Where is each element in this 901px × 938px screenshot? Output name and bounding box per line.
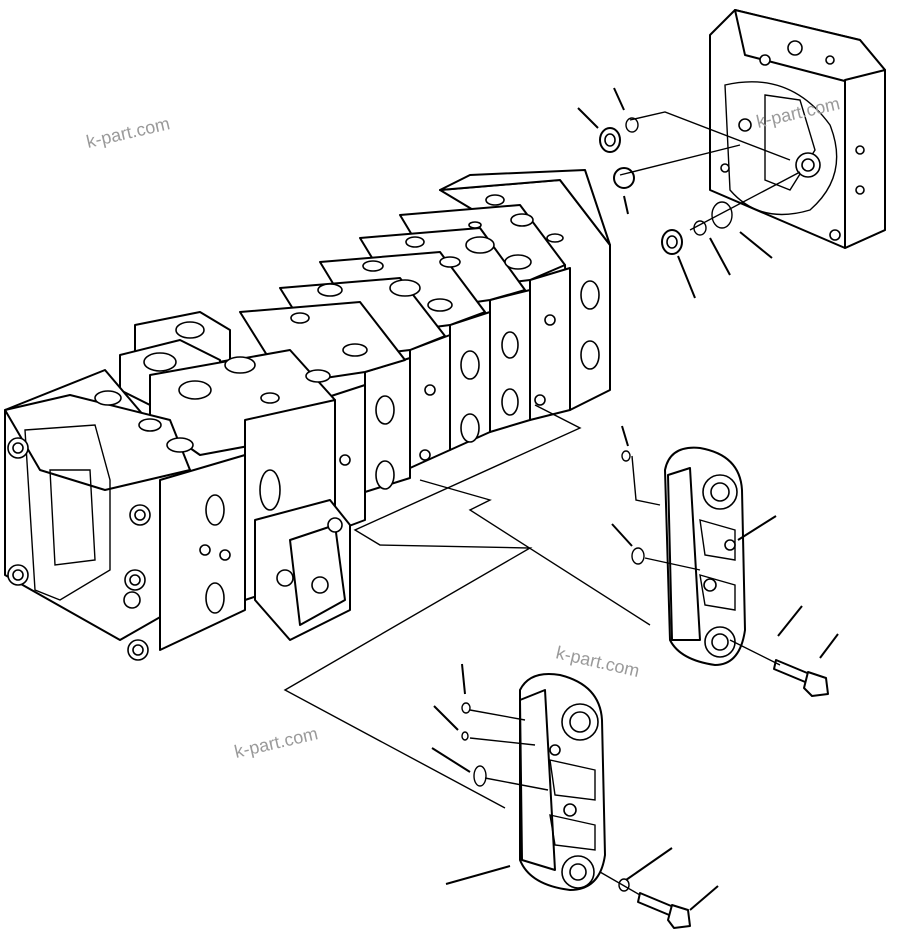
watermark-middle-right: k-part.com bbox=[554, 642, 641, 681]
end-cover-plate bbox=[709, 9, 886, 249]
valve-section-stack bbox=[4, 169, 611, 661]
watermark-bottom-left: k-part.com bbox=[232, 723, 319, 762]
watermark-top-left: k-part.com bbox=[84, 113, 171, 152]
upper-spacer-block bbox=[664, 446, 746, 666]
lower-spacer-block bbox=[519, 673, 606, 891]
seals-and-bolts bbox=[461, 450, 829, 929]
leader-lines bbox=[431, 87, 839, 911]
control-valve-assembly bbox=[4, 169, 611, 661]
assembly-lines bbox=[283, 111, 801, 896]
